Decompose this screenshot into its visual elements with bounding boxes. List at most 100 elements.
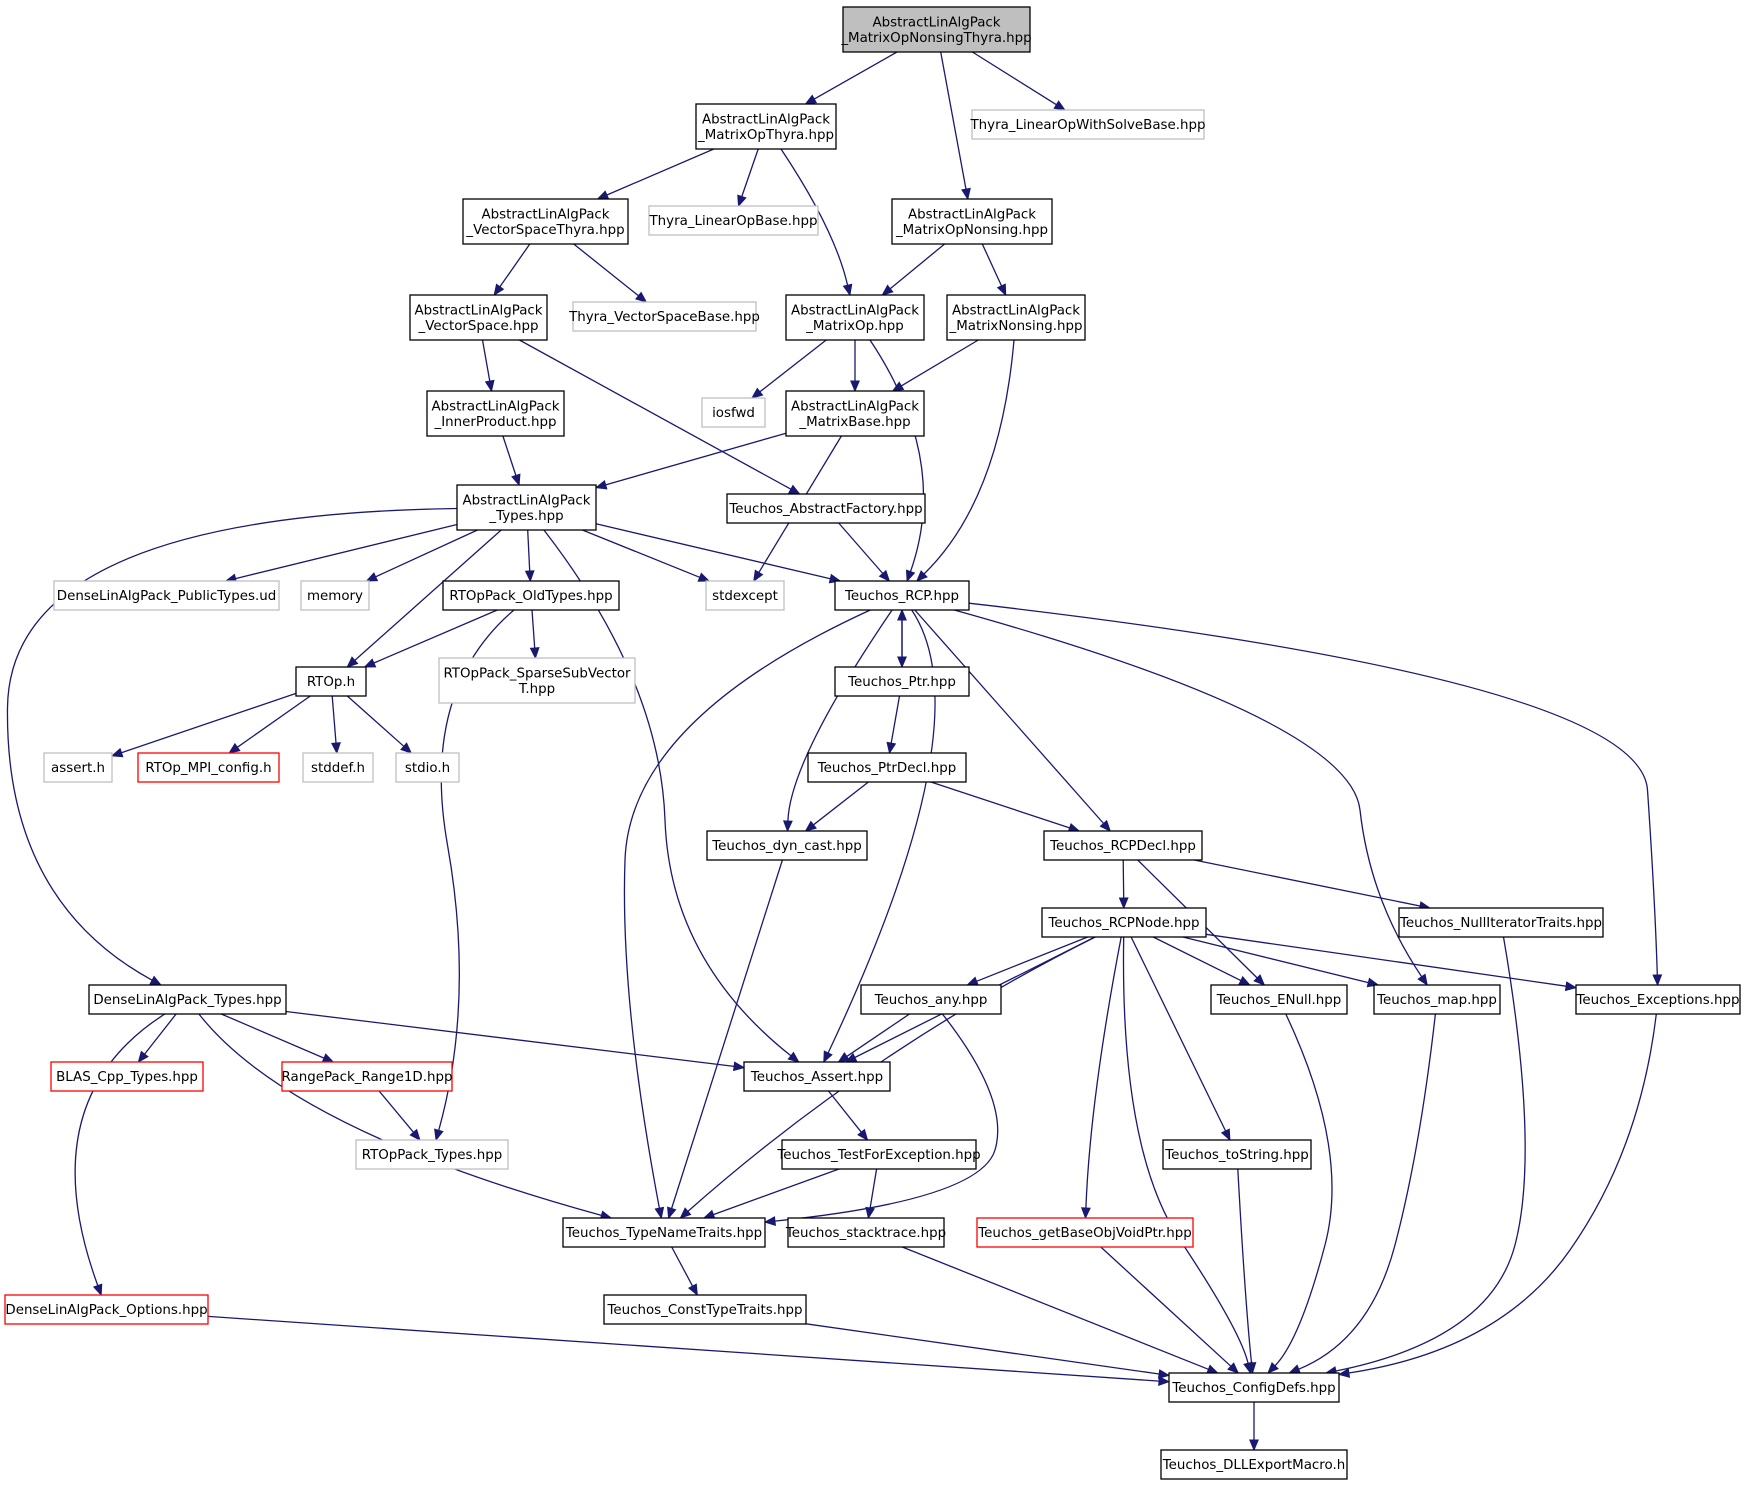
node-box: [860, 984, 1002, 1015]
node-box: [891, 198, 1053, 245]
edge-line: [285, 1010, 735, 1068]
node-matrixopnonsing[interactable]: AbstractLinAlgPack_MatrixOpNonsing.hpp: [891, 198, 1053, 245]
node-thyra_lowsb[interactable]: Thyra_LinearOpWithSolveBase.hpp: [970, 109, 1206, 140]
node-vectorspace[interactable]: AbstractLinAlgPack_VectorSpace.hpp: [409, 294, 548, 341]
node-ptr[interactable]: Teuchos_Ptr.hpp: [834, 666, 970, 697]
node-box: [1043, 830, 1203, 861]
node-stacktrace[interactable]: Teuchos_stacktrace.hpp: [785, 1217, 946, 1248]
edge-vectorspace-to-innerproduct: [481, 339, 495, 393]
arrowhead-icon: [688, 1283, 698, 1297]
edge-line: [1152, 936, 1242, 982]
node-label: _VectorSpaceThyra.hpp: [465, 223, 624, 238]
arrowhead-icon: [1099, 819, 1112, 832]
node-label: Teuchos_TestForException.hpp: [776, 1148, 980, 1163]
node-tostring[interactable]: Teuchos_toString.hpp: [1162, 1139, 1312, 1170]
node-testforexc[interactable]: Teuchos_TestForException.hpp: [776, 1139, 981, 1170]
node-ptrdecl[interactable]: Teuchos_PtrDecl.hpp: [807, 752, 967, 783]
node-nulliter[interactable]: Teuchos_NullIteratorTraits.hpp: [1398, 907, 1604, 938]
node-stdexcept[interactable]: stdexcept: [705, 580, 785, 611]
arrowhead-icon: [594, 479, 608, 490]
edge-line: [900, 339, 979, 387]
node-rcpdecl[interactable]: Teuchos_RCPDecl.hpp: [1043, 830, 1203, 861]
arrowhead-icon: [228, 742, 241, 754]
node-box: [1168, 1372, 1340, 1403]
node-typename[interactable]: Teuchos_TypeNameTraits.hpp: [562, 1217, 766, 1248]
node-box: [946, 294, 1086, 341]
node-options[interactable]: DenseLinAlgPack_Options.hpp: [4, 1294, 209, 1325]
edge-ptrdecl-to-rcpdecl: [930, 781, 1081, 833]
edge-rcpdecl-to-nulliter: [1194, 859, 1432, 911]
node-any[interactable]: Teuchos_any.hpp: [860, 984, 1002, 1015]
node-box: [355, 1139, 509, 1170]
arrowhead-icon: [763, 1216, 776, 1227]
edge-assert-to-testforexc: [827, 1090, 869, 1142]
node-thyra_vsb[interactable]: Thyra_VectorSpaceBase.hpp: [568, 301, 760, 332]
edge-rcpnode-to-tostring: [1130, 936, 1231, 1142]
node-label: DenseLinAlgPack_Options.hpp: [5, 1303, 207, 1318]
edges-layer: [6, 51, 1663, 1452]
edge-line: [805, 1323, 1160, 1375]
node-asserth[interactable]: assert.h: [43, 752, 113, 783]
node-publictypes[interactable]: DenseLinAlgPack_PublicTypes.ud: [53, 580, 280, 611]
edge-line: [1205, 933, 1567, 987]
edge-line: [968, 602, 1658, 976]
node-iosfwd[interactable]: iosfwd: [701, 397, 766, 428]
node-enull[interactable]: Teuchos_ENull.hpp: [1210, 984, 1348, 1015]
node-exceptions[interactable]: Teuchos_Exceptions.hpp: [1575, 984, 1741, 1015]
node-assert[interactable]: Teuchos_Assert.hpp: [743, 1061, 891, 1092]
edge-line: [1298, 1013, 1437, 1370]
arrowhead-icon: [1238, 975, 1251, 986]
node-matrixopthyra[interactable]: AbstractLinAlgPack_MatrixOpThyra.hpp: [695, 103, 837, 150]
node-stddef[interactable]: stddef.h: [302, 752, 374, 783]
node-vectorspacethyra[interactable]: AbstractLinAlgPack_VectorSpaceThyra.hpp: [462, 198, 629, 245]
node-dllexport[interactable]: Teuchos_DLLExportMacro.h: [1160, 1449, 1348, 1480]
node-label: Teuchos_NullIteratorTraits.hpp: [1399, 916, 1602, 931]
edge-line: [74, 1013, 166, 1286]
arrowhead-icon: [905, 569, 916, 583]
node-matrixop[interactable]: AbstractLinAlgPack_MatrixOp.hpp: [785, 294, 925, 341]
arrowhead-icon: [966, 976, 979, 986]
node-blas[interactable]: BLAS_Cpp_Types.hpp: [50, 1061, 204, 1092]
node-range1d[interactable]: RangePack_Range1D.hpp: [281, 1061, 453, 1092]
node-label: Teuchos_PtrDecl.hpp: [817, 761, 957, 776]
node-box: [781, 1139, 977, 1170]
node-matrixnonsing[interactable]: AbstractLinAlgPack_MatrixNonsing.hpp: [946, 294, 1086, 341]
arrowhead-icon: [596, 190, 610, 200]
edge-line: [543, 529, 792, 1057]
node-consttype[interactable]: Teuchos_ConstTypeTraits.hpp: [603, 1294, 807, 1325]
node-mpiconfig[interactable]: RTOp_MPI_config.h: [137, 752, 280, 783]
edge-options-to-configdefs: [207, 1315, 1171, 1387]
edge-line: [1122, 859, 1125, 899]
node-map[interactable]: Teuchos_map.hpp: [1373, 984, 1501, 1015]
node-configdefs[interactable]: Teuchos_ConfigDefs.hpp: [1168, 1372, 1340, 1403]
node-abstractfactory[interactable]: Teuchos_AbstractFactory.hpp: [726, 493, 926, 524]
edge-rtoph-to-asserth: [110, 692, 297, 758]
node-rcp[interactable]: Teuchos_RCP.hpp: [834, 580, 970, 611]
node-label: RangePack_Range1D.hpp: [282, 1070, 453, 1085]
arrowhead-icon: [331, 742, 341, 755]
node-denselatypes[interactable]: DenseLinAlgPack_Types.hpp: [88, 984, 287, 1015]
node-innerproduct[interactable]: AbstractLinAlgPack_InnerProduct.hpp: [426, 390, 565, 437]
node-dyncast[interactable]: Teuchos_dyn_cast.hpp: [706, 830, 868, 861]
node-matrixbase[interactable]: AbstractLinAlgPack_MatrixBase.hpp: [785, 390, 925, 437]
arrowhead-icon: [667, 1206, 677, 1220]
node-box: [834, 580, 970, 611]
node-memory[interactable]: memory: [300, 580, 370, 611]
node-oldtypes[interactable]: RTOpPack_OldTypes.hpp: [442, 580, 620, 611]
node-types[interactable]: AbstractLinAlgPack_Types.hpp: [456, 484, 597, 531]
node-box: [834, 666, 970, 697]
node-box: [295, 666, 367, 697]
node-rtoptypes[interactable]: RTOpPack_Types.hpp: [355, 1139, 509, 1170]
node-thyra_lob[interactable]: Thyra_LinearOpBase.hpp: [648, 205, 819, 236]
node-box: [43, 752, 113, 783]
node-getbase[interactable]: Teuchos_getBaseObjVoidPtr.hpp: [976, 1217, 1194, 1248]
edge-line: [940, 51, 967, 190]
edge-line: [378, 1090, 414, 1133]
node-rcpnode[interactable]: Teuchos_RCPNode.hpp: [1041, 907, 1207, 938]
node-rtoph[interactable]: RTOp.h: [295, 666, 367, 697]
edge-ptr-to-ptrdecl: [886, 695, 901, 755]
node-stdio[interactable]: stdio.h: [395, 752, 460, 783]
edge-line: [759, 339, 827, 393]
